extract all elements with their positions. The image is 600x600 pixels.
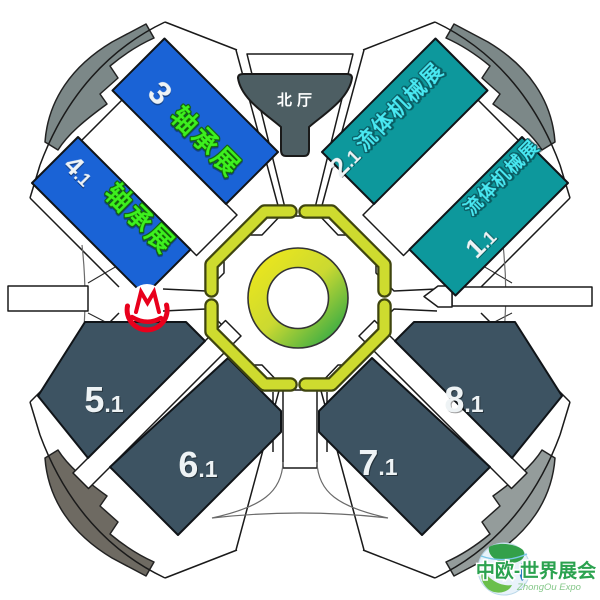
hall-3-shape — [111, 37, 279, 205]
ring-inner — [266, 266, 330, 330]
hall-8-1-shape — [394, 321, 563, 459]
south-hall-outline — [211, 461, 389, 519]
west-corridor — [7, 285, 89, 312]
shanghai-metro-icon — [124, 284, 170, 333]
watermark-subtitle: ZhongOu Expo — [516, 582, 581, 593]
hall-5-1-number: 5.1 — [84, 379, 123, 420]
corner-band-northwest — [44, 23, 155, 151]
hall-5-1-shape — [37, 321, 206, 459]
walkway-bars — [204, 204, 392, 392]
watermark-title: 中欧-世界展会 — [476, 559, 596, 582]
hall-7-1-number: 7.1 — [358, 442, 397, 483]
south-corridor — [282, 389, 318, 469]
east-corridor — [451, 286, 593, 307]
globe-icon — [477, 542, 531, 596]
watermark: 中欧-世界展会 ZhongOu Expo — [474, 542, 598, 596]
north-hall: 北厅 — [237, 73, 353, 157]
hall-6-1-shape — [109, 357, 282, 536]
east-corridor-arrow — [423, 285, 453, 308]
north-hall-shape — [237, 73, 353, 157]
corner-bands — [44, 23, 556, 577]
hall-1-1-shape — [408, 136, 569, 297]
corner-band-northeast — [445, 23, 556, 151]
hall-8-1-number: 8.1 — [444, 379, 483, 420]
hall-6-1-number: 6.1 — [178, 444, 217, 485]
hall-2-1-shape — [321, 37, 489, 205]
north-hall-label: 北厅 — [277, 92, 317, 109]
hall-7-1-shape — [318, 357, 491, 536]
halls — [31, 37, 569, 536]
central-ring — [204, 204, 392, 392]
